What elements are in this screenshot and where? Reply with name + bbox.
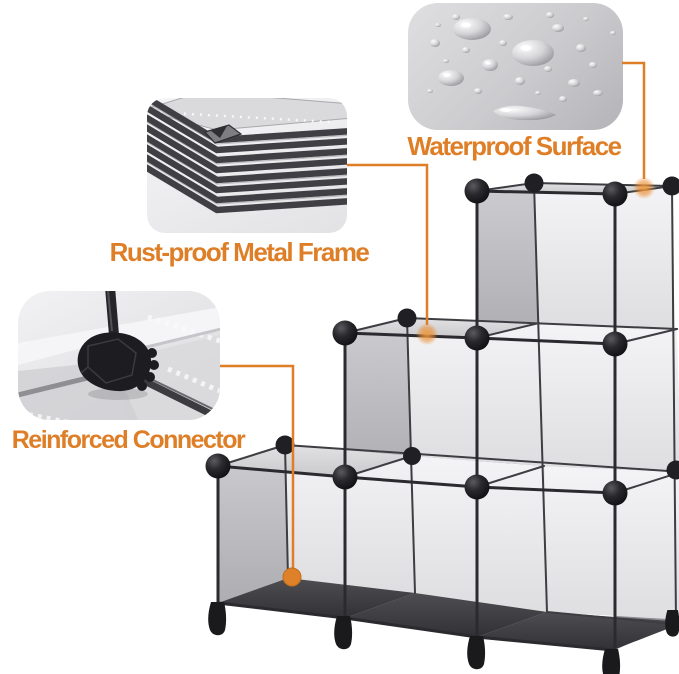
leader-reinforced (220, 364, 295, 570)
reinforced-connector-label: Reinforced Connector (11, 426, 246, 454)
leader-rustproof (347, 163, 429, 325)
droplets-illustration (427, 12, 616, 121)
callout-endpoints (282, 173, 659, 587)
product-left-column (218, 445, 415, 618)
connector-illustration (18, 291, 220, 420)
product-right-column (477, 183, 679, 650)
connector-photo (18, 291, 220, 420)
metal-frame-illustration (147, 98, 347, 214)
waterproof-label: Waterproof Surface (407, 131, 622, 161)
waterproof-surface-photo (408, 3, 623, 130)
rust-proof-label: Rust-proof Metal Frame (109, 237, 370, 267)
glow-dot-waterproof (629, 173, 659, 203)
callout-leader-lines (220, 61, 646, 570)
product-ball-connectors (205, 173, 679, 506)
metal-frame-photo (147, 98, 347, 233)
glow-dot-rustproof (412, 319, 442, 349)
leader-waterproof (622, 61, 646, 179)
dot-reinforced (282, 567, 302, 587)
